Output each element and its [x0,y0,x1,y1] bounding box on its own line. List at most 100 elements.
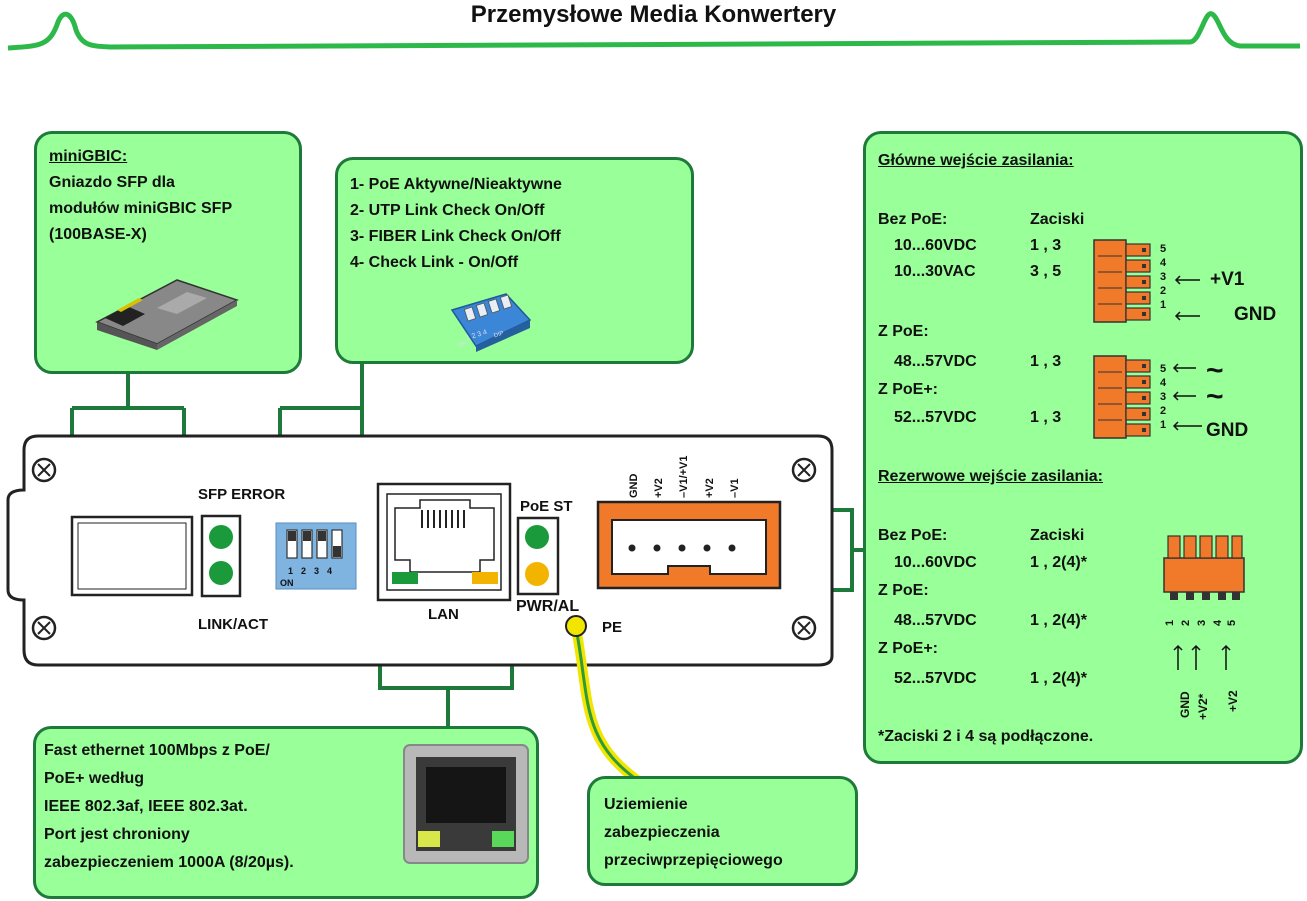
poe-st-label: PoE ST [520,498,573,515]
backup-connector-icon [1163,535,1245,600]
ground-line: zabezpieczenia [604,824,720,841]
main-row-terminals: 3 , 5 [1030,263,1062,280]
terminal-label: –V1 [729,478,741,498]
dip-line: 3- FIBER Link Check On/Off [350,228,561,245]
page-title: Przemysłowe Media Konwertery [470,1,837,28]
rj45-port-image [403,744,529,864]
terminal-label: +V2 [704,478,716,498]
pin-number: 4 [1160,377,1167,389]
backup-label: Z PoE+: [878,640,939,657]
backup-gnd-label: GND [1178,691,1192,718]
pin-number: 1 [1160,419,1167,431]
backup-label: Z PoE: [878,582,929,599]
pin-number: 4 [1160,257,1167,269]
dip-switch-photo [450,293,532,352]
terminal-label: +V2 [653,478,665,498]
dip-callout: 1- PoE Aktywne/Nieaktywne 2- UTP Link Ch… [335,157,694,364]
backup-voltage: 48...57VDC [894,612,977,629]
sfp-line: (100BASE-X) [49,226,147,243]
dip-line: 1- PoE Aktywne/Nieaktywne [350,176,562,193]
lan-led-green [392,572,418,584]
pe-screw-icon [565,615,587,637]
sfp-connector-line [70,372,186,438]
link-act-label: LINK/ACT [198,616,268,633]
pin-number: 2 [1160,405,1167,417]
backup-terminals: 1 , 2(4)* [1030,670,1087,687]
backup-v2star-label: +V2* [1196,693,1210,720]
arrow-icon [1172,363,1202,431]
poe-st-led [525,525,549,549]
backup-label: Bez PoE: [878,527,948,544]
pin-number: 5 [1226,619,1238,626]
dip-num: 2 [301,566,315,576]
pin-number: 3 [1160,271,1167,283]
main-col1: Bez PoE: [878,211,948,228]
backup-voltage: 52...57VDC [894,670,977,687]
pe-label: PE [602,619,623,636]
tilde-sign: ~ [1206,380,1224,413]
dip-line: 2- UTP Link Check On/Off [350,202,545,219]
terminal-connector-icon [1093,355,1151,439]
link-act-led [209,561,233,585]
pin-number: 4 [1212,619,1224,626]
tilde-sign: ~ [1206,354,1224,387]
v1-label: +V1 [1210,269,1245,290]
sfp-module-image [95,279,239,350]
terminal-connector-icon [1093,239,1151,323]
lan-connector-line [378,662,514,728]
pwr-al-label: PWR/AL [516,598,580,615]
pin-number: 3 [1196,619,1208,626]
sfp-error-label: SFP ERROR [198,486,286,503]
pin-number: 2 [1180,619,1192,626]
main-col2: Zaciski [1030,211,1085,228]
ground-line: przeciwprzepięciowego [604,852,783,869]
gnd-label: GND [1206,420,1249,441]
z-poe-plus-label: Z PoE+: [878,381,939,398]
terminal-label: GND [628,473,640,498]
sfp-error-led [209,525,233,549]
pin-number: 5 [1160,363,1167,375]
gnd-label: GND [1234,304,1277,325]
backup-power-heading: Rezerwowe wejście zasilania: [878,468,1103,485]
dip-line: 4- Check Link - On/Off [350,254,519,271]
main-power-heading: Główne wejście zasilania: [878,152,1074,169]
dip-num: 4 [327,566,341,576]
backup-voltage: 10...60VDC [894,554,977,571]
main-row-voltage: 10...60VDC [894,237,977,254]
pin-number: 2 [1160,285,1167,297]
sfp-line: modułów miniGBIC SFP [49,200,233,217]
ground-line: Uziemienie [604,796,688,813]
backup-col2: Zaciski [1030,527,1085,544]
lan-line: PoE+ według [44,770,145,787]
terminal-label: –V1/+V1 [678,455,690,498]
dip-connector-line [278,363,364,438]
z-poe-plus-voltage: 52...57VDC [894,409,977,426]
footnote: *Zaciski 2 i 4 są podłączone. [878,728,1094,745]
pin-number: 3 [1160,391,1167,403]
pin-number: 1 [1164,619,1176,626]
pin-number: 1 [1160,299,1167,311]
z-poe-label: Z PoE: [878,323,929,340]
dip-on-label: ON [280,578,294,588]
sfp-heading: miniGBIC: [49,148,128,165]
arrow-icon [1174,275,1200,321]
arrow-icon [1173,644,1231,670]
sfp-callout: miniGBIC: Gniazdo SFP dla modułów miniGB… [34,131,302,374]
ground-callout: Uziemienie zabezpieczenia przeciwprzepię… [587,776,858,886]
lan-line: zabezpieczeniem 1000A (8/20µs). [44,854,294,871]
lan-line: Port jest chroniony [44,826,190,843]
backup-terminals: 1 , 2(4)* [1030,612,1087,629]
lan-label: LAN [428,606,459,623]
lan-led-yellow [472,572,498,584]
power-callout: Główne wejście zasilania: Bez PoE: Zacis… [863,131,1303,764]
pwr-al-led [525,562,549,586]
sfp-port [70,515,194,597]
z-poe-plus-terminals: 1 , 3 [1030,409,1062,426]
dip-num: 1 [288,566,302,576]
backup-terminals: 1 , 2(4)* [1030,554,1087,571]
sfp-line: Gniazdo SFP dla [49,174,175,191]
main-row-voltage: 10...30VAC [894,263,976,280]
backup-v2-label: +V2 [1226,690,1240,712]
dip-num: 3 [314,566,328,576]
